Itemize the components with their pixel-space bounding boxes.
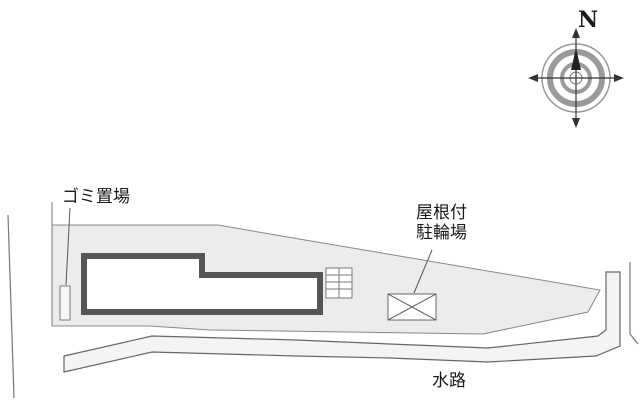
garbage-leader-line [65, 207, 71, 286]
bike-parking-leader-line [413, 249, 433, 294]
building [81, 253, 323, 315]
left-boundary-line [7, 214, 15, 399]
compass-rose-icon [528, 28, 624, 128]
garbage-area [59, 285, 71, 321]
garbage-label: ゴミ置場 [62, 187, 130, 207]
waterway-label: 水路 [432, 371, 466, 391]
bike-parking-box [387, 293, 437, 321]
north-label: N [578, 7, 599, 33]
bike-parking-label-line2: 駐輪場 [416, 222, 467, 243]
bike-parking-label-line1: 屋根付 [416, 203, 467, 223]
bike-parking-label: 屋根付 駐輪場 [416, 203, 467, 243]
stair-block [325, 267, 353, 299]
waterway [63, 271, 621, 373]
right-boundary-line-lower [629, 333, 639, 345]
